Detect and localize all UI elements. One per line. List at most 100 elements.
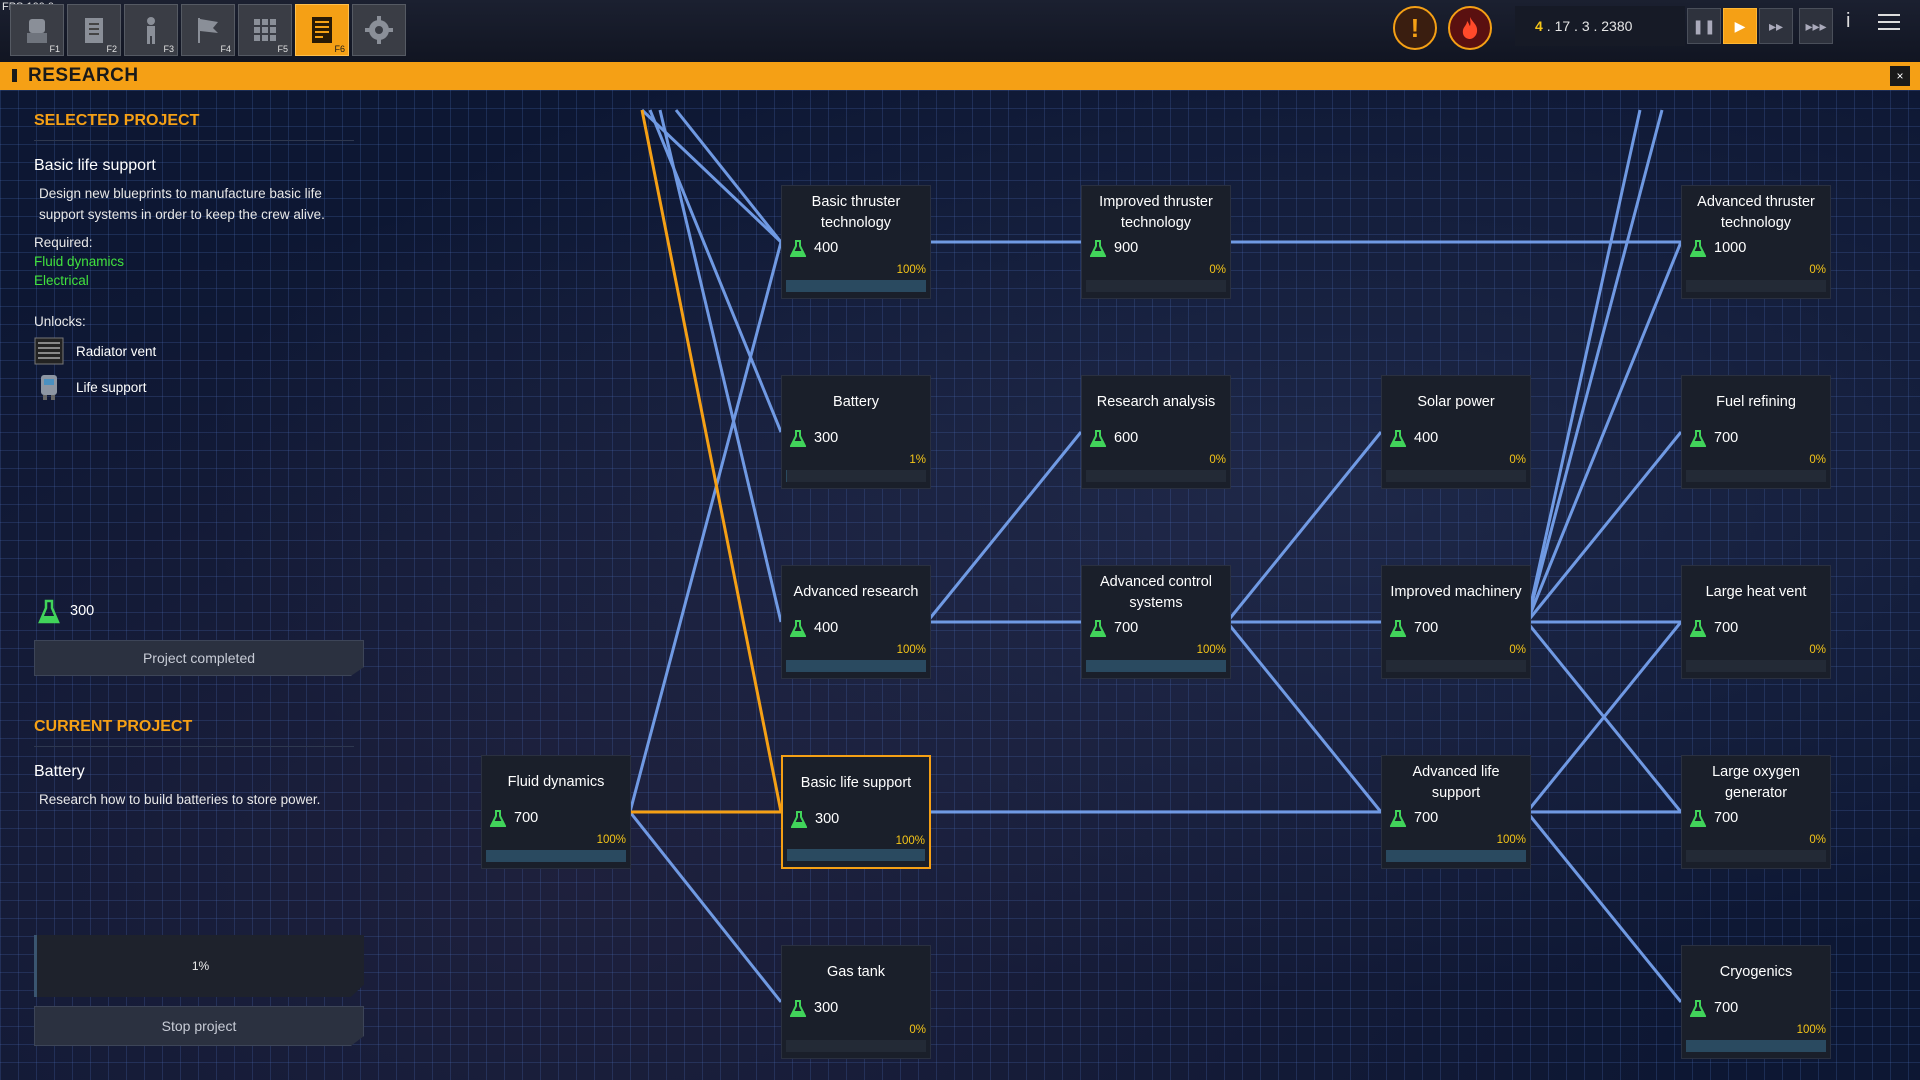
- stop-project-button[interactable]: Stop project: [34, 1006, 364, 1046]
- current-project-name: Battery: [34, 763, 85, 780]
- node-percent: 0%: [1209, 264, 1226, 276]
- fastest-forward-icon: ▸▸▸: [1805, 17, 1827, 34]
- pause-button[interactable]: ❚❚: [1687, 8, 1721, 44]
- node-name: Large heat vent: [1705, 584, 1807, 600]
- node-progress-bar: [1086, 280, 1226, 292]
- node-cost: 400: [1414, 430, 1439, 446]
- flask-icon: [1090, 430, 1106, 447]
- life-support-icon: [41, 375, 57, 400]
- research-node-als[interactable]: Advanced life support 700 100%: [1381, 755, 1531, 869]
- node-cost: 700: [514, 810, 539, 826]
- node-percent: 100%: [1496, 834, 1526, 846]
- close-button[interactable]: ×: [1890, 66, 1910, 86]
- toolbar-flag-button[interactable]: F4: [181, 4, 235, 56]
- node-cost: 700: [1414, 810, 1439, 826]
- hamburger-icon: [1878, 14, 1900, 30]
- node-percent: 0%: [1209, 454, 1226, 466]
- selected-project-heading: SELECTED PROJECT: [34, 112, 200, 129]
- flask-icon: [790, 240, 806, 257]
- current-project-progress: 1%: [34, 935, 364, 997]
- node-percent: 0%: [1809, 454, 1826, 466]
- title-mark: [12, 69, 17, 82]
- research-window-titlebar: RESEARCH ×: [0, 62, 1920, 90]
- node-cost: 700: [1414, 620, 1439, 636]
- fire-icon: [1462, 17, 1478, 39]
- worker-icon: [27, 19, 47, 43]
- top-bar: FPS 100.0 F1 F2 F3 F4 F5 F6 !: [0, 0, 1920, 62]
- unlock-item: Life support: [34, 373, 374, 401]
- divider: [34, 746, 354, 747]
- play-button[interactable]: ▶: [1723, 8, 1757, 44]
- flask-icon: [791, 811, 807, 828]
- node-progress-bar: [786, 280, 926, 292]
- node-progress-fill: [786, 470, 788, 482]
- node-percent: 100%: [1196, 644, 1226, 656]
- node-name: Gas tank: [826, 964, 886, 980]
- node-progress-bar: [486, 850, 626, 862]
- toolbar-worker-button[interactable]: F1: [10, 4, 64, 56]
- project-completed-button[interactable]: Project completed: [34, 640, 364, 676]
- fastest-forward-button[interactable]: ▸▸▸: [1799, 8, 1833, 44]
- node-cost: 700: [1114, 620, 1139, 636]
- flask-icon: [790, 430, 806, 447]
- selected-project-cost: 300: [70, 603, 95, 619]
- menu-button[interactable]: [1878, 14, 1900, 35]
- info-button[interactable]: i: [1846, 10, 1850, 33]
- node-percent: 100%: [896, 264, 926, 276]
- node-progress-bar: [787, 849, 925, 861]
- current-project-progress-label: 1%: [191, 959, 210, 973]
- node-progress-fill: [1086, 660, 1226, 672]
- node-name: Cryogenics: [1719, 964, 1793, 980]
- node-progress-bar: [1386, 850, 1526, 862]
- warning-alert-button[interactable]: !: [1393, 6, 1437, 50]
- node-name: Research analysis: [1096, 394, 1216, 410]
- node-name: Advanced life support: [1412, 764, 1500, 801]
- date-rest: . 17 . 3 . 2380: [1546, 18, 1633, 34]
- node-progress-bar: [786, 660, 926, 672]
- node-percent: 1%: [909, 454, 926, 466]
- flask-icon: [1690, 1000, 1706, 1017]
- node-name: Advanced thruster technology: [1697, 194, 1815, 231]
- node-progress-fill: [486, 850, 626, 862]
- toolbar-crew-button[interactable]: F3: [124, 4, 178, 56]
- pause-icon: ❚❚: [1692, 17, 1716, 34]
- toolbar-research-button[interactable]: F6: [295, 4, 349, 56]
- toolbar-clipboard-button[interactable]: F2: [67, 4, 121, 56]
- warning-icon: !: [1410, 12, 1420, 43]
- grid-icon: [254, 19, 276, 41]
- toolbar-settings-button[interactable]: [352, 4, 406, 56]
- window-title: RESEARCH: [28, 65, 139, 86]
- flask-icon: [1390, 430, 1406, 447]
- node-percent: 0%: [1809, 644, 1826, 656]
- node-name: Large oxygen generator: [1712, 764, 1800, 801]
- node-progress-bar: [1686, 660, 1826, 672]
- research-icon: [312, 17, 332, 43]
- fire-alert-button[interactable]: [1448, 6, 1492, 50]
- flask-icon: [1690, 620, 1706, 637]
- fast-forward-button[interactable]: ▸▸: [1759, 8, 1793, 44]
- unlocks-label: Unlocks:: [34, 314, 86, 329]
- toolbar-grid-button[interactable]: F5: [238, 4, 292, 56]
- node-percent: 0%: [909, 1024, 926, 1036]
- flask-icon: [1090, 620, 1106, 637]
- unlock-item: Radiator vent: [34, 337, 374, 365]
- required-label: Required:: [34, 235, 93, 250]
- node-cost: 300: [815, 811, 840, 827]
- game-date: 4 . 17 . 3 . 2380: [1515, 6, 1685, 46]
